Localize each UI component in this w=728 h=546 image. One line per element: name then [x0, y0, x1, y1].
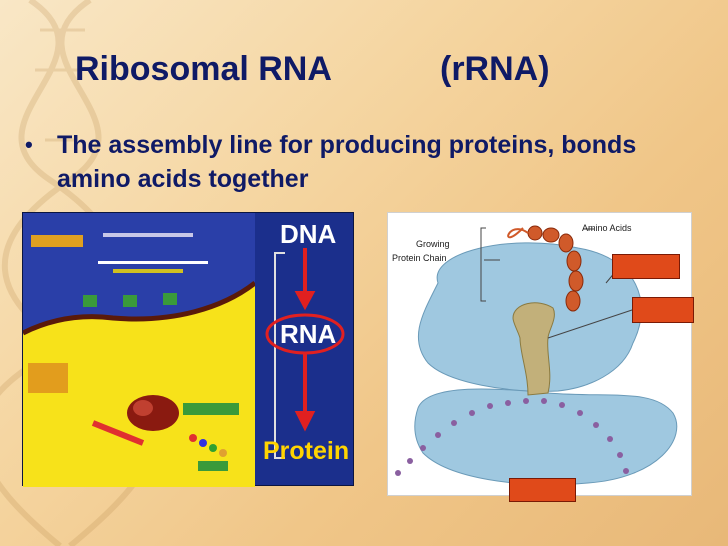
blank-label-box-2 [632, 297, 694, 323]
bullet-symbol: • [25, 132, 33, 157]
flow-dna-label: DNA [280, 219, 337, 249]
bullet-text: The assembly line for producing proteins… [57, 131, 637, 193]
growing-label: Growing [416, 239, 450, 249]
ribosome-illustration [395, 225, 678, 486]
blank-label-box-1 [612, 254, 680, 279]
title-main: Ribosomal RNA [75, 50, 332, 88]
title-abbreviation: (rRNA) [440, 50, 550, 88]
flow-arrows [265, 248, 345, 459]
protein-chain-label: Protein Chain [392, 253, 447, 263]
cell-diagram [23, 213, 255, 487]
flow-protein-label: Protein [263, 437, 350, 465]
flow-rna-label: RNA [280, 319, 337, 349]
central-dogma-figure: DNA RNA Protein [22, 212, 354, 487]
blank-label-box-3 [509, 478, 576, 502]
slide-title: Ribosomal RNA (rRNA) [75, 50, 550, 89]
amino-acids-label: Amino Acids [582, 223, 632, 233]
